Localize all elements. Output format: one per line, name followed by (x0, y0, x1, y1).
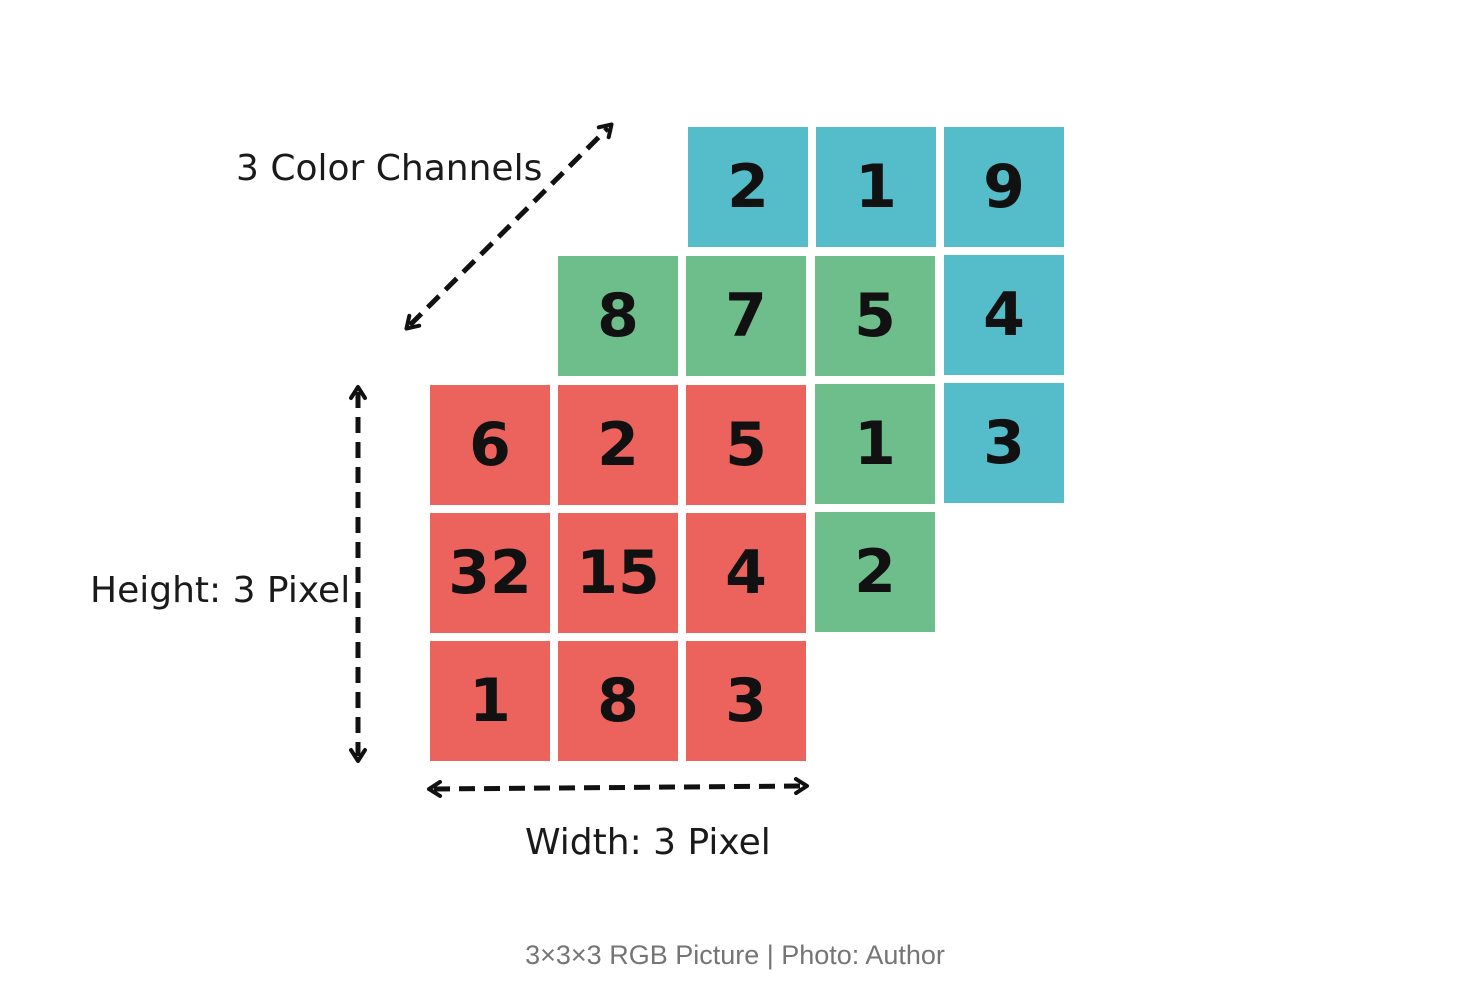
red-cell: 5 (686, 385, 806, 505)
blue-cell: 9 (944, 127, 1064, 247)
red-cell: 3 (686, 641, 806, 761)
red-cell: 32 (430, 513, 550, 633)
red-cell: 1 (430, 641, 550, 761)
blue-cell: 1 (816, 127, 936, 247)
red-cell: 4 (686, 513, 806, 633)
height-label: Height: 3 Pixel (90, 570, 351, 611)
blue-cell: 3 (944, 383, 1064, 503)
blue-cell: 2 (688, 127, 808, 247)
red-cell: 15 (558, 513, 678, 633)
green-cell: 8 (558, 256, 678, 376)
red-cell: 2 (558, 385, 678, 505)
green-cell: 5 (815, 256, 935, 376)
green-cell: 2 (815, 512, 935, 632)
red-cell: 8 (558, 641, 678, 761)
width-label: Width: 3 Pixel (525, 822, 771, 863)
green-cell: 1 (815, 384, 935, 504)
blue-cell: 4 (944, 255, 1064, 375)
red-cell: 6 (430, 385, 550, 505)
green-cell: 7 (686, 256, 806, 376)
channels-arrow (404, 122, 614, 331)
figure-caption: 3×3×3 RGB Picture | Photo: Author (525, 940, 945, 970)
channels-label: 3 Color Channels (236, 148, 543, 189)
width-arrow (427, 777, 809, 798)
